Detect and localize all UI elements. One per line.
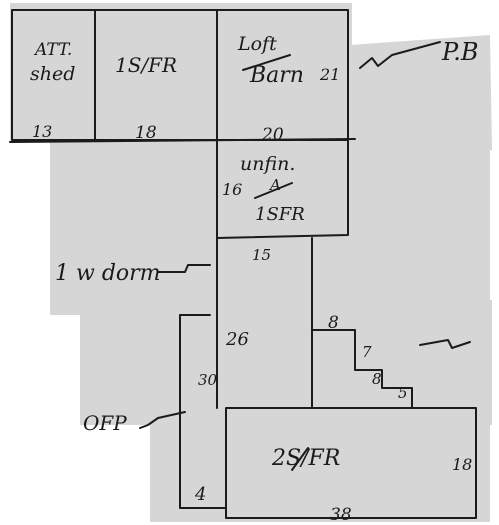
pb-label: P.B bbox=[441, 38, 479, 66]
unfin-label: unfin. bbox=[240, 153, 295, 175]
unfin-dim-left: 16 bbox=[222, 180, 242, 199]
dim-4: 4 bbox=[194, 484, 206, 505]
dim-15: 15 bbox=[252, 246, 271, 264]
ofp-porch bbox=[139, 314, 226, 509]
fr-bottom-dim-right: 18 bbox=[452, 455, 472, 474]
barn-dim-bottom: 20 bbox=[261, 125, 284, 145]
att-shed-dim: 13 bbox=[32, 122, 52, 141]
dim-30: 30 bbox=[198, 371, 218, 389]
top-structures bbox=[9, 9, 356, 143]
dorm-leader bbox=[157, 264, 211, 273]
unfin-addition bbox=[216, 139, 349, 239]
barn-label: Barn bbox=[249, 63, 304, 88]
lw-dorm-label: 1 w dorm bbox=[55, 261, 161, 286]
dim-26: 26 bbox=[225, 329, 249, 350]
ofp-label: OFP bbox=[83, 411, 127, 435]
step-7: 7 bbox=[362, 343, 372, 361]
att-shed-label-line1: ATT. bbox=[33, 40, 72, 60]
barn-dim-right: 21 bbox=[319, 65, 340, 84]
pb-leader bbox=[359, 41, 441, 69]
fr-bottom-dim-bottom: 38 bbox=[330, 505, 352, 525]
step-8-top: 8 bbox=[328, 313, 339, 333]
unfin-fr-label: 1SFR bbox=[255, 204, 305, 225]
loft-label: Loft bbox=[237, 33, 277, 55]
fr-top-label: 1S/FR bbox=[115, 53, 177, 77]
labels: ATT. shed 13 1S/FR 18 Loft Barn 21 20 P.… bbox=[30, 33, 479, 525]
step-8-mid: 8 bbox=[372, 370, 382, 388]
fr-top-dim: 18 bbox=[135, 123, 157, 143]
bottom-structure bbox=[225, 407, 477, 519]
right-squiggle bbox=[419, 339, 471, 349]
middle-section bbox=[216, 237, 413, 409]
att-shed-label-line2: shed bbox=[30, 63, 75, 85]
step-5: 5 bbox=[398, 384, 408, 402]
